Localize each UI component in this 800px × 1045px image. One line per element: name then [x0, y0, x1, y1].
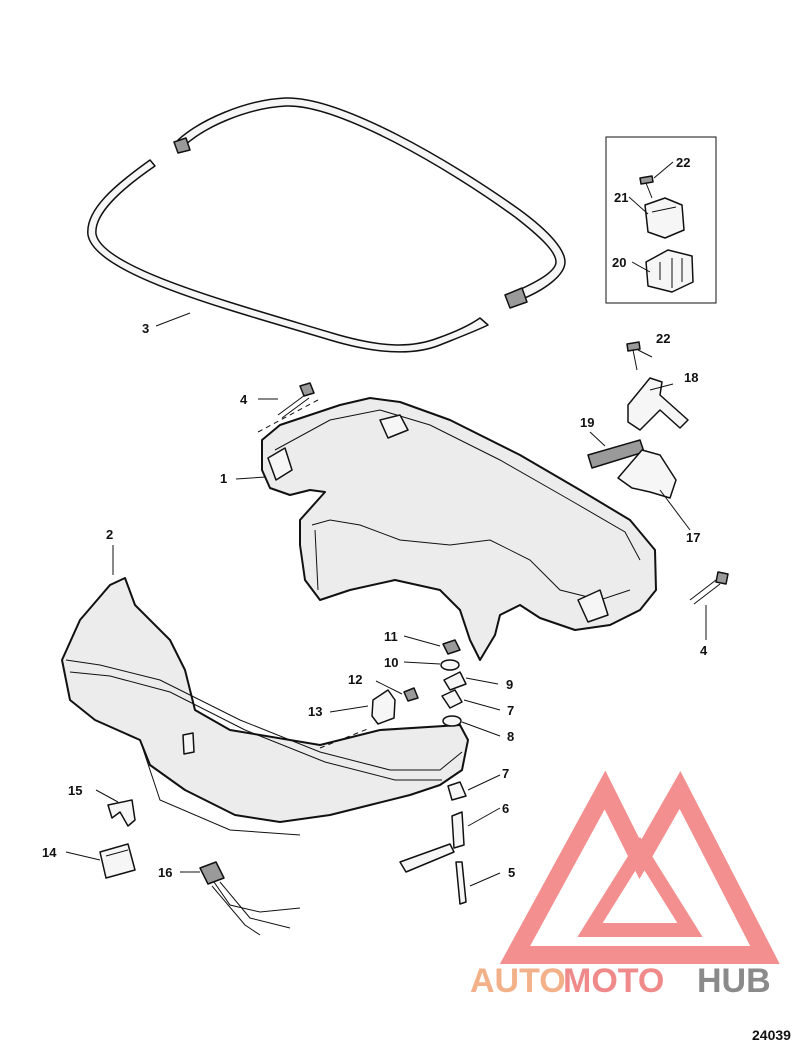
part-13-latch-bracket	[371, 689, 396, 725]
callout-10: 10	[384, 655, 398, 670]
part-4-bolt-upper	[277, 382, 315, 419]
part-8-ring	[442, 715, 462, 727]
detail-box	[605, 136, 717, 304]
part-7-grommet-upper	[441, 689, 463, 709]
callout-7-lower: 7	[502, 766, 509, 781]
callout-17: 17	[686, 530, 700, 545]
callout-1: 1	[220, 471, 227, 486]
part-10-washer	[440, 659, 460, 671]
part-5-pin	[455, 861, 467, 905]
watermark-text-hub: HUB	[697, 962, 771, 1000]
callout-22-lower: 22	[656, 331, 670, 346]
part-20-clip-base	[645, 249, 694, 293]
part-15-clip	[107, 799, 136, 827]
callout-20: 20	[612, 255, 626, 270]
watermark-text-auto: AUTO	[470, 962, 566, 1000]
watermark-triangle-outer	[499, 770, 780, 964]
part-18-bracket	[627, 377, 689, 431]
callout-4-right: 4	[700, 643, 708, 658]
callout-11: 11	[384, 629, 398, 644]
watermark-logo	[499, 770, 780, 964]
part-16-switch	[199, 861, 301, 936]
callout-14: 14	[42, 845, 57, 860]
callout-12: 12	[348, 672, 362, 687]
watermark-triangle-inner	[577, 836, 703, 937]
callout-21: 21	[614, 190, 628, 205]
callout-5: 5	[508, 865, 515, 880]
callout-18: 18	[684, 370, 698, 385]
callout-4-upper: 4	[240, 392, 248, 407]
part-9-latch	[443, 671, 467, 691]
part-11-nut	[442, 639, 461, 655]
callout-8: 8	[507, 729, 514, 744]
callout-2: 2	[106, 527, 113, 542]
part-21-clip	[644, 197, 685, 239]
part-7-grommet-lower	[447, 781, 467, 801]
callout-6: 6	[502, 801, 509, 816]
part-6-handle	[399, 811, 465, 873]
callout-9: 9	[506, 677, 513, 692]
callout-19: 19	[580, 415, 594, 430]
callout-15: 15	[68, 783, 82, 798]
callout-labels: 3 1 4 2 22 18 19 17 4 11 10 9 12 7 13 8 …	[42, 155, 708, 880]
callout-13: 13	[308, 704, 322, 719]
part-2-lower-cowl	[61, 577, 469, 836]
part-22-screw-top	[639, 175, 654, 199]
callout-3: 3	[142, 321, 149, 336]
callout-22-upper: 22	[676, 155, 690, 170]
part-14-cap	[99, 843, 136, 879]
part-4-bolt-right	[689, 571, 729, 605]
callout-16: 16	[158, 865, 172, 880]
watermark-text-moto: MOTO	[563, 962, 664, 1000]
leader-lines	[65, 161, 707, 887]
part-17-bracket	[617, 449, 677, 499]
part-12-screw	[403, 687, 419, 702]
part-3-seal	[87, 97, 566, 353]
callout-7-upper: 7	[507, 703, 514, 718]
part-22-screw	[626, 341, 641, 371]
part-1-upper-cowl	[257, 397, 657, 661]
figure-number: 24039	[752, 1027, 791, 1043]
